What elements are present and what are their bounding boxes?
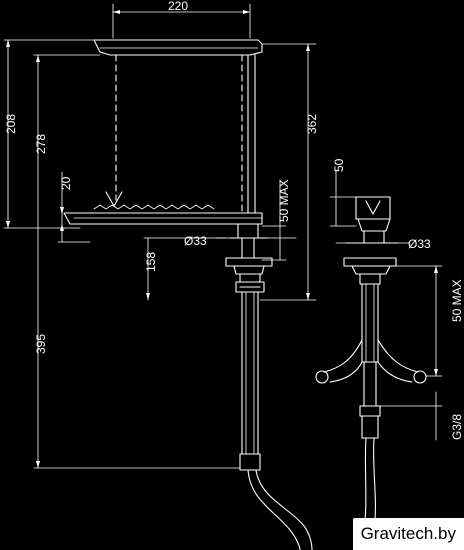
watermark-badge: Gravitech.by — [352, 518, 464, 550]
dimension-lines — [3, 3, 443, 469]
dim-158: 158 — [144, 252, 158, 272]
dim-362: 362 — [305, 114, 319, 134]
dim-diameter-33-right: Ø33 — [408, 237, 431, 251]
dim-208: 208 — [4, 114, 18, 134]
dim-395: 395 — [34, 334, 48, 354]
faucet-body — [63, 39, 313, 550]
dim-diameter-33: Ø33 — [184, 234, 207, 248]
dim-g38: G3/8 — [450, 414, 464, 440]
dim-50: 50 — [332, 158, 346, 172]
dim-278: 278 — [34, 134, 48, 154]
dim-220: 220 — [168, 0, 188, 13]
dim-20: 20 — [59, 176, 73, 190]
dim-50-max: 50 MAX — [277, 179, 291, 222]
dim-50-max-right: 50 MAX — [450, 279, 464, 322]
